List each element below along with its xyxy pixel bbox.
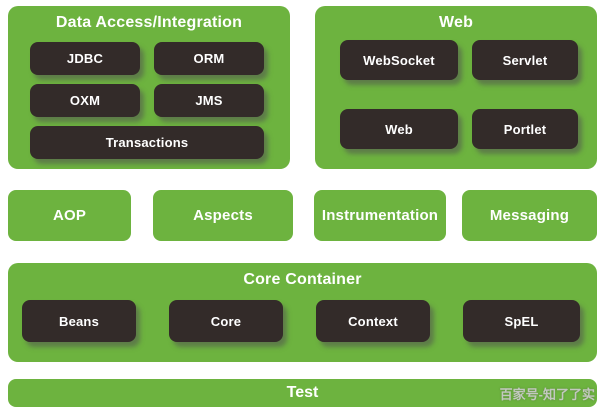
module-beans: Beans (22, 300, 136, 342)
panel-test: Test (8, 379, 597, 407)
block-aspects: Aspects (153, 190, 293, 241)
module-orm: ORM (154, 42, 264, 75)
panel-data-access-integration: Data Access/Integration JDBC ORM OXM JMS… (8, 6, 290, 169)
block-instrumentation: Instrumentation (314, 190, 446, 241)
module-web: Web (340, 109, 458, 149)
panel-core-container: Core Container Beans Core Context SpEL (8, 263, 597, 362)
panel-title-data-access: Data Access/Integration (55, 14, 243, 31)
panel-title-core-container: Core Container (243, 271, 362, 288)
module-jdbc: JDBC (30, 42, 140, 75)
module-transactions: Transactions (30, 126, 264, 159)
module-context: Context (316, 300, 430, 342)
panel-title-web: Web (438, 14, 474, 31)
module-spel: SpEL (463, 300, 580, 342)
module-servlet: Servlet (472, 40, 578, 80)
block-messaging: Messaging (462, 190, 597, 241)
module-core: Core (169, 300, 283, 342)
module-jms: JMS (154, 84, 264, 117)
block-aop: AOP (8, 190, 131, 241)
watermark-text: 百家号-知了了实 (499, 387, 595, 402)
module-oxm: OXM (30, 84, 140, 117)
panel-web: Web WebSocket Servlet Web Portlet (315, 6, 597, 169)
module-websocket: WebSocket (340, 40, 458, 80)
module-portlet: Portlet (472, 109, 578, 149)
